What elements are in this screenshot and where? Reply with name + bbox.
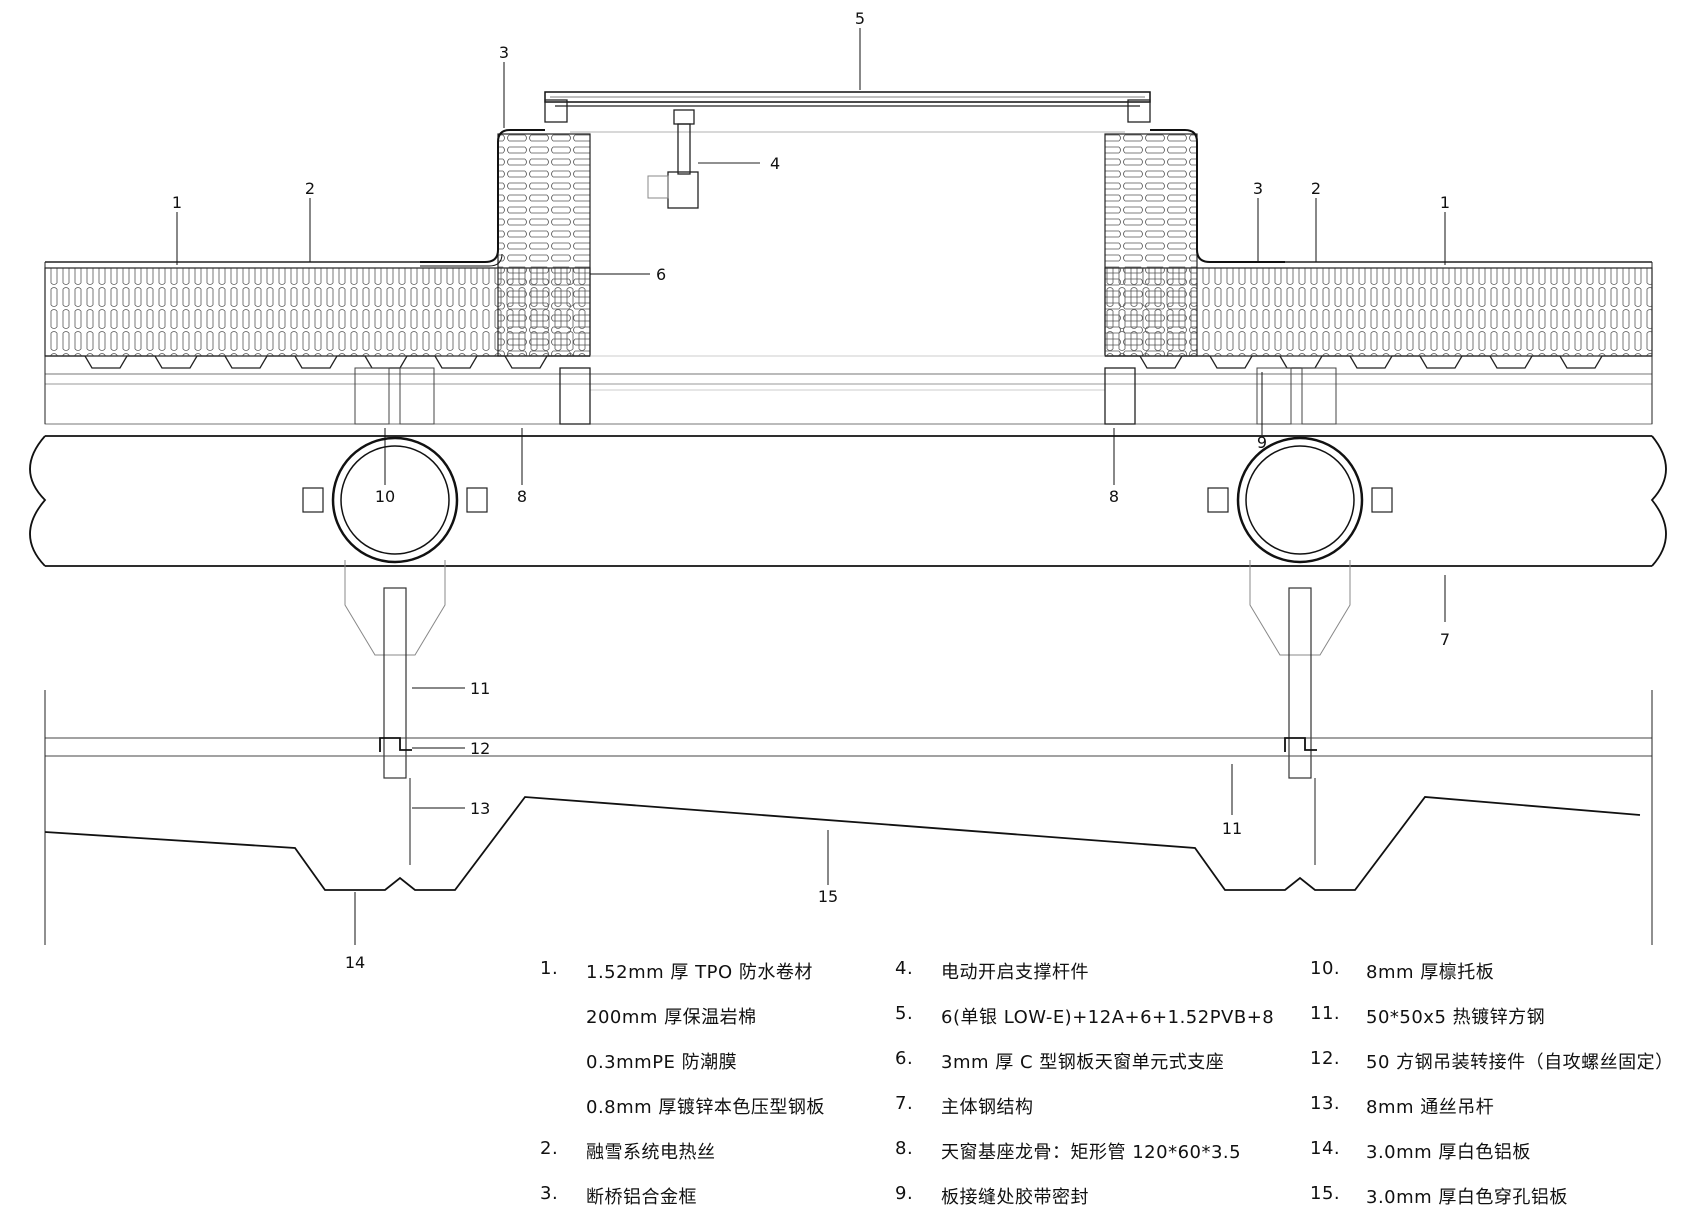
callout-1-right: 1 [1440, 193, 1450, 212]
legend-row: 13. 8mm 通丝吊杆 [1310, 1093, 1700, 1138]
legend-text: 主体钢结构 [941, 1097, 1034, 1118]
legend-number: 13. [1310, 1093, 1341, 1114]
callout-6: 6 [656, 265, 666, 284]
right-skylight-curb [1104, 129, 1285, 357]
legend-text: 0.8mm 厚镀锌本色压型钢板 [586, 1097, 825, 1118]
legend-text: 板接缝处胶带密封 [941, 1187, 1089, 1208]
callout-9: 9 [1257, 433, 1267, 452]
main-steel-beam [29, 435, 1667, 567]
legend-row: 5. 6(单银 LOW-E)+12A+6+1.52PVB+8 [895, 1003, 1315, 1048]
legend-text: 200mm 厚保温岩棉 [586, 1007, 757, 1028]
legend-row: 12. 50 方钢吊装转接件（自攻螺丝固定） [1310, 1048, 1700, 1093]
callout-8-right: 8 [1109, 487, 1119, 506]
legend-row: 0.8mm 厚镀锌本色压型钢板 [540, 1093, 900, 1138]
callout-15: 15 [818, 887, 838, 906]
purlin-assembly [44, 262, 1653, 425]
legend-column-1: 1. 1.52mm 厚 TPO 防水卷材 200mm 厚保温岩棉 0.3mmPE … [540, 958, 900, 1228]
legend-row: 11. 50*50x5 热镀锌方钢 [1310, 1003, 1700, 1048]
legend-number: 4. [895, 958, 914, 979]
callout-4: 4 [770, 154, 780, 173]
left-skylight-curb [420, 129, 591, 357]
legend-text: 天窗基座龙骨：矩形管 120*60*3.5 [941, 1142, 1242, 1163]
legend-row: 14. 3.0mm 厚白色铝板 [1310, 1138, 1700, 1183]
legend-row: 10. 8mm 厚檩托板 [1310, 958, 1700, 1003]
legend-number: 12. [1310, 1048, 1341, 1069]
legend-number: 9. [895, 1183, 914, 1204]
legend-text: 融雪系统电热丝 [586, 1142, 716, 1163]
legend-column-3: 10. 8mm 厚檩托板 11. 50*50x5 热镀锌方钢 12. 50 方钢吊装转… [1310, 958, 1700, 1228]
callout-7: 7 [1440, 630, 1450, 649]
legend-text: 3.0mm 厚白色铝板 [1366, 1142, 1531, 1163]
legend-row: 200mm 厚保温岩棉 [540, 1003, 900, 1048]
callout-8-left: 8 [517, 487, 527, 506]
callout-1-left: 1 [172, 193, 182, 212]
legend-row: 9. 板接缝处胶带密封 [895, 1183, 1315, 1228]
legend-text: 断桥铝合金框 [586, 1187, 697, 1208]
callout-13: 13 [470, 799, 490, 818]
legend-row: 7. 主体钢结构 [895, 1093, 1315, 1138]
callout-leaders [176, 28, 1446, 945]
hanger-brackets [344, 560, 1351, 865]
legend-number: 8. [895, 1138, 914, 1159]
legend-text: 6(单银 LOW-E)+12A+6+1.52PVB+8 [941, 1007, 1275, 1028]
legend-text: 3mm 厚 C 型钢板天窗单元式支座 [941, 1052, 1225, 1073]
callout-5: 5 [855, 9, 865, 28]
legend-row: 8. 天窗基座龙骨：矩形管 120*60*3.5 [895, 1138, 1315, 1183]
legend-row: 3. 断桥铝合金框 [540, 1183, 900, 1228]
ceiling-purlin [44, 690, 1653, 945]
legend-number: 5. [895, 1003, 914, 1024]
legend-row: 15. 3.0mm 厚白色穿孔铝板 [1310, 1183, 1700, 1228]
callout-14: 14 [345, 953, 365, 972]
legend-number: 7. [895, 1093, 914, 1114]
legend-row: 1. 1.52mm 厚 TPO 防水卷材 [540, 958, 900, 1003]
legend-text: 50 方钢吊装转接件（自攻螺丝固定） [1366, 1052, 1674, 1073]
callout-12: 12 [470, 739, 490, 758]
callout-10: 10 [375, 487, 395, 506]
legend-row: 0.3mmPE 防潮膜 [540, 1048, 900, 1093]
legend-number: 11. [1310, 1003, 1341, 1024]
callout-numbers: 1 2 3 4 5 6 3 2 1 7 8 8 9 10 11 12 13 11… [172, 9, 1450, 972]
legend-text: 1.52mm 厚 TPO 防水卷材 [586, 962, 813, 983]
legend-number: 6. [895, 1048, 914, 1069]
legend-row: 4. 电动开启支撑杆件 [895, 958, 1315, 1003]
legend-number: 3. [540, 1183, 559, 1204]
legend-text: 3.0mm 厚白色穿孔铝板 [1366, 1187, 1568, 1208]
legend-number: 1. [540, 958, 559, 979]
callout-3-left: 3 [499, 43, 509, 62]
legend-number: 10. [1310, 958, 1341, 979]
legend-number: 15. [1310, 1183, 1341, 1204]
callout-11-left: 11 [470, 679, 490, 698]
callout-11-right: 11 [1222, 819, 1242, 838]
legend-row: 2. 融雪系统电热丝 [540, 1138, 900, 1183]
aluminum-ceiling-panels [44, 796, 1641, 891]
legend-text: 8mm 厚檩托板 [1366, 962, 1495, 983]
legend-text: 8mm 通丝吊杆 [1366, 1097, 1495, 1118]
legend-number: 14. [1310, 1138, 1341, 1159]
legend-column-2: 4. 电动开启支撑杆件 5. 6(单银 LOW-E)+12A+6+1.52PVB+8… [895, 958, 1315, 1228]
legend-row: 6. 3mm 厚 C 型钢板天窗单元式支座 [895, 1048, 1315, 1093]
electric-actuator [647, 109, 760, 209]
callout-2-right: 2 [1311, 179, 1321, 198]
legend-text: 电动开启支撑杆件 [941, 962, 1089, 983]
legend-number: 2. [540, 1138, 559, 1159]
skylight-glazing-unit [544, 91, 1151, 391]
legend-text: 50*50x5 热镀锌方钢 [1366, 1007, 1546, 1028]
legend-text: 0.3mmPE 防潮膜 [586, 1052, 738, 1073]
callout-3-right: 3 [1253, 179, 1263, 198]
callout-2-left: 2 [305, 179, 315, 198]
